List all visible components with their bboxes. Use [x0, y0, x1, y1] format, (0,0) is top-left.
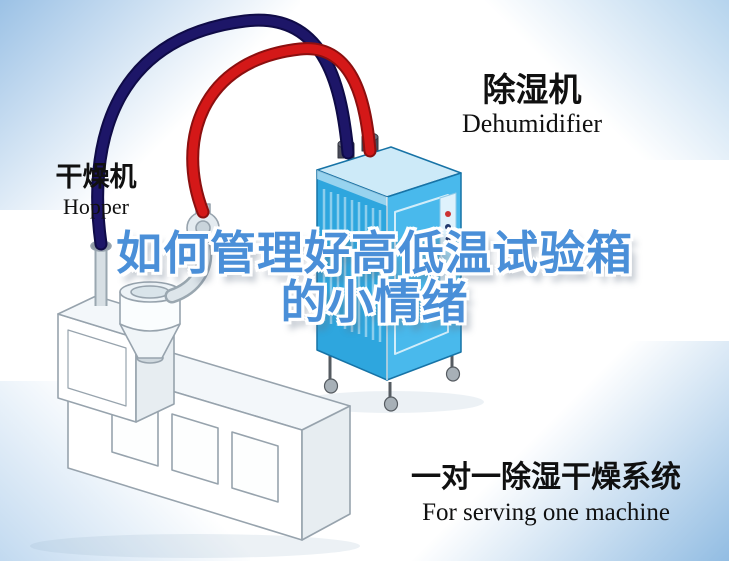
- page-title-line1: 如何管理好高低温试验箱: [116, 227, 633, 279]
- red-hose: [188, 44, 375, 217]
- hopper-label-zh: 干燥机: [55, 162, 137, 192]
- hopper-cylinder: [119, 291, 181, 332]
- page-title: 如何管理好高低温试验箱 的小情绪: [10, 229, 729, 327]
- cabinet-louvers: [322, 189, 382, 342]
- indicator-light-red: [445, 211, 451, 217]
- cabinet-highlight: [317, 170, 387, 206]
- machine-body-side: [301, 405, 351, 541]
- control-panel: [439, 192, 457, 294]
- hopper-label-en: Hopper: [63, 193, 129, 219]
- hopper-duct: [167, 241, 210, 301]
- bottom-caption: 一对一除湿干燥系统 For serving one machine: [398, 452, 694, 527]
- dryer-box-door: [67, 329, 127, 407]
- control-display: [442, 248, 453, 263]
- connection-hoses: [91, 13, 377, 251]
- cabinet-door-seam: [394, 282, 449, 303]
- bottom-caption-en: For serving one machine: [422, 499, 670, 526]
- machine-panel: [231, 431, 279, 503]
- blower-hub: [195, 220, 211, 236]
- cabinet-door: [394, 194, 449, 355]
- page-title-line2: 的小情绪: [280, 275, 469, 328]
- machine-panel: [171, 413, 219, 485]
- dehumidifier-label-en: Dehumidifier: [461, 109, 603, 139]
- dehumidifier-machine-icon: [316, 132, 462, 412]
- bottom-caption-zh: 一对一除湿干燥系统: [411, 461, 681, 494]
- caster-wheels: [323, 352, 461, 412]
- hopper-label: 干燥机 Hopper: [40, 162, 152, 219]
- hopper-machine-icon: [57, 203, 351, 541]
- indicator-light-dark: [445, 224, 451, 230]
- indicator-light-dark: [445, 236, 451, 242]
- navy-hose: [93, 15, 353, 249]
- dehumidifier-label: 除湿机 Dehumidifier: [444, 71, 620, 139]
- ground-shadow-hopper: [30, 534, 360, 558]
- dehumidifier-label-zh: 除湿机: [482, 71, 582, 108]
